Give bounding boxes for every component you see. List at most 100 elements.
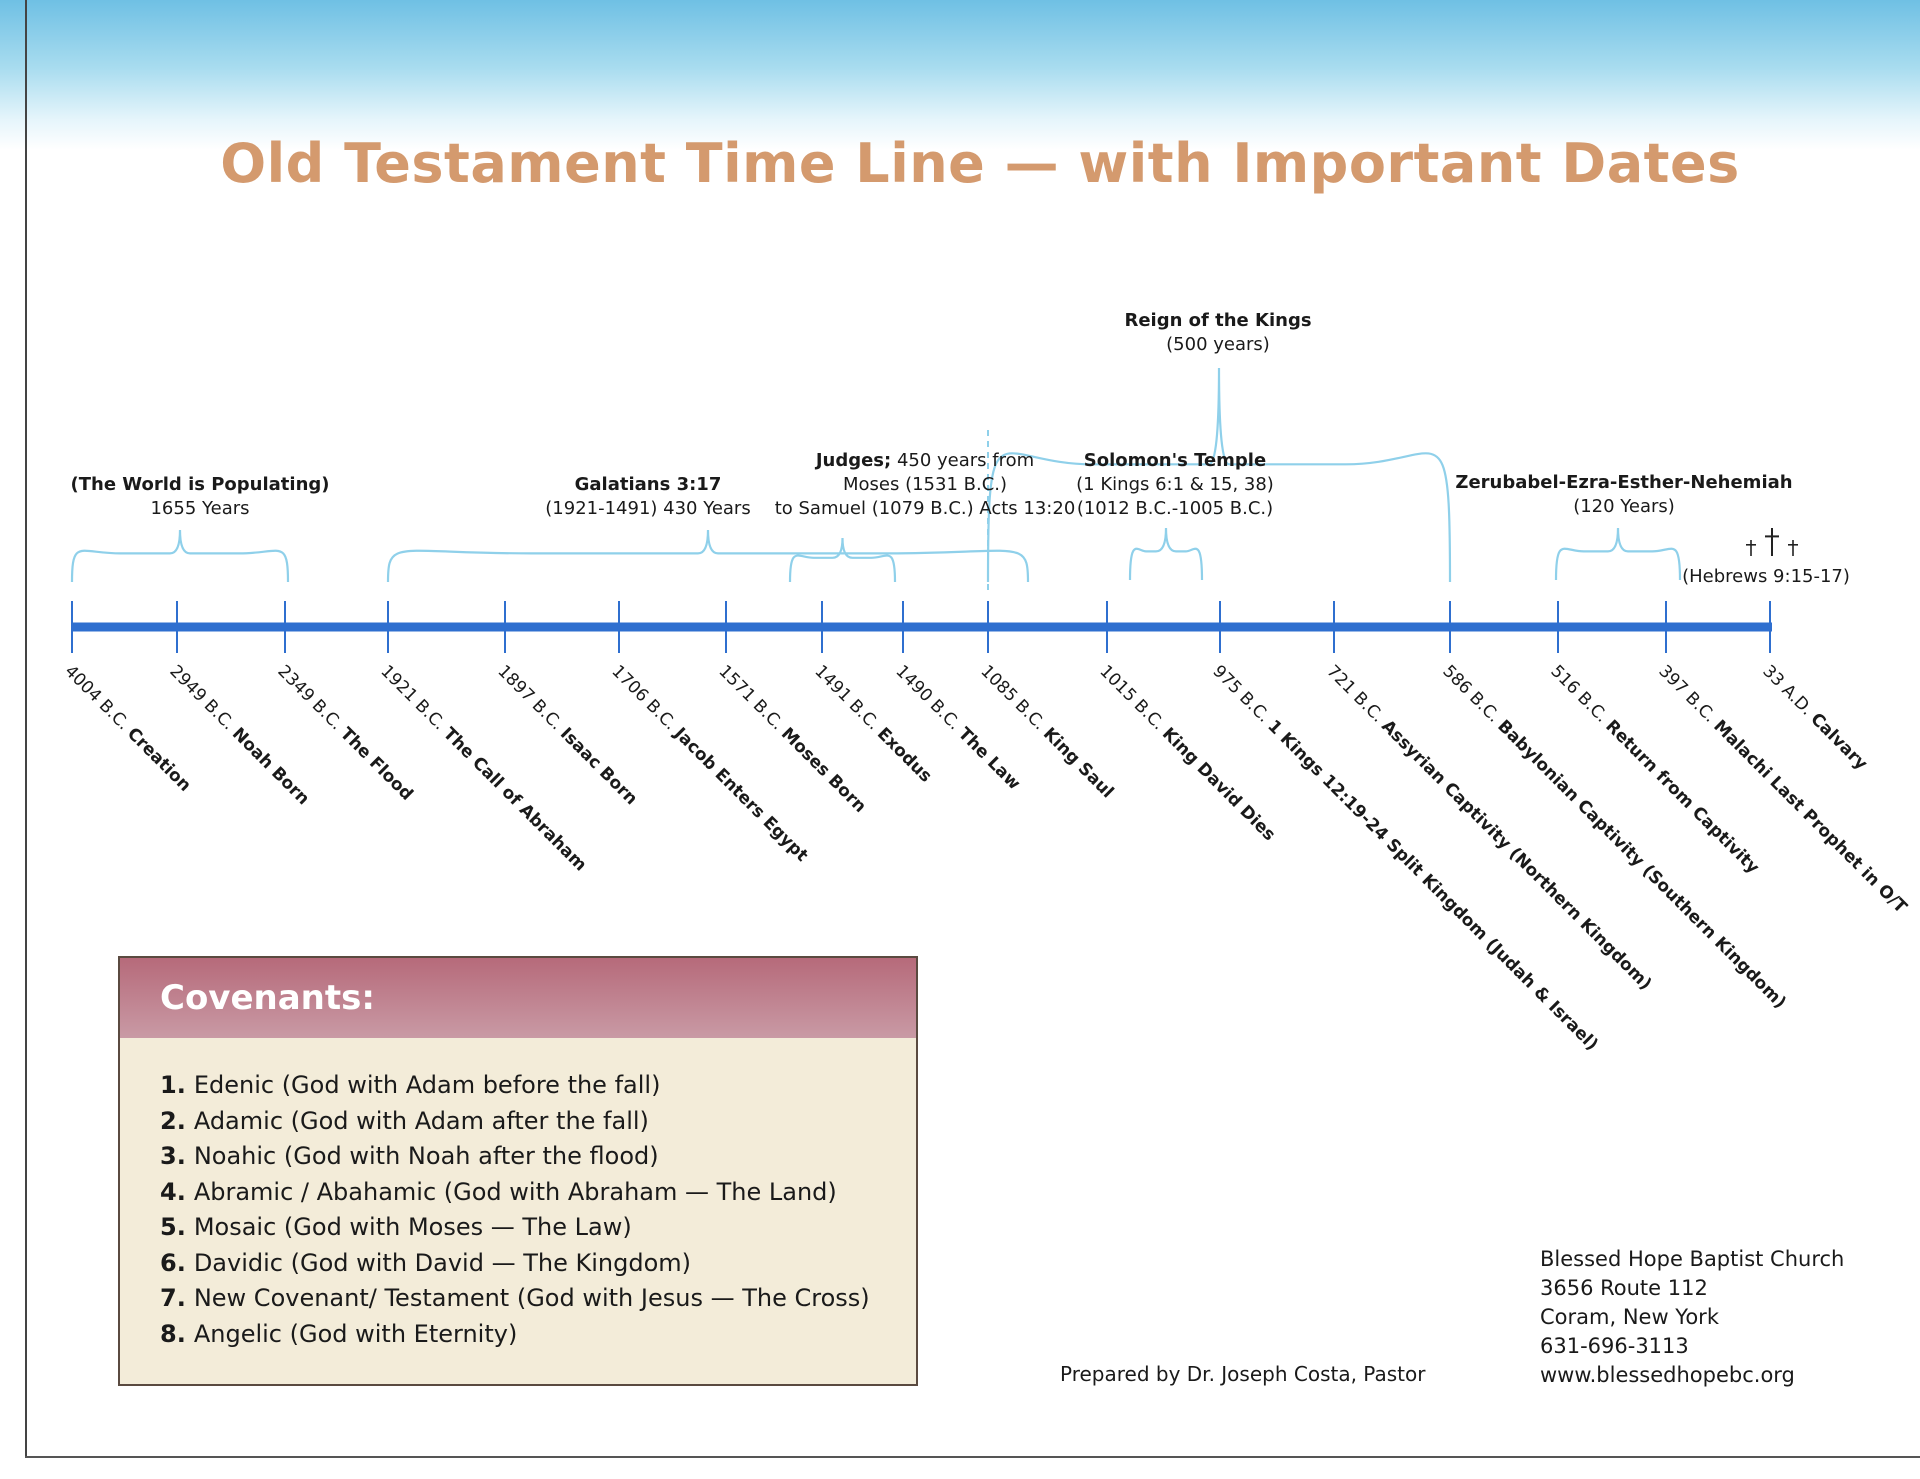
bottom-border — [25, 1456, 1920, 1458]
event-name: Calvary — [1806, 709, 1871, 774]
event-date: 1897 B.C. — [493, 661, 570, 738]
event-date: 1085 B.C. — [976, 661, 1053, 738]
event-date: 721 B.C. — [1322, 661, 1391, 730]
event-date: 1015 B.C. — [1095, 661, 1172, 738]
period-label-zerubabel: Zerubabel-Ezra-Esther-Nehemiah (120 Years… — [1455, 472, 1792, 517]
event-date: 975 B.C. — [1208, 661, 1277, 730]
period-label-hebrews: (Hebrews 9:15-17) — [1682, 566, 1850, 587]
event-label: 33 A.D. Calvary — [1758, 661, 1871, 774]
covenant-number: 6. — [160, 1248, 186, 1277]
prepared-by: Prepared by Dr. Joseph Costa, Pastor — [1060, 1362, 1426, 1386]
church-info: Blessed Hope Baptist Church 3656 Route 1… — [1540, 1245, 1844, 1390]
event-name: Noah Born — [228, 724, 313, 809]
three-crosses-icon — [1746, 528, 1798, 556]
bracket-populating — [70, 529, 290, 583]
covenant-item: 4.Abramic / Abahamic (God with Abraham —… — [160, 1175, 916, 1211]
event-name: The Flood — [336, 724, 417, 805]
period-line: (1921-1491) 430 Years — [545, 498, 750, 519]
period-line: Judges; 450 years from — [814, 450, 1034, 471]
covenants-title: Covenants: — [160, 978, 375, 1018]
covenant-text: Abramic / Abahamic (God with Abraham — T… — [193, 1177, 837, 1206]
event-label: 1921 B.C. The Call of Abraham — [376, 661, 590, 875]
period-label-galatians: Galatians 3:17 (1921-1491) 430 Years — [545, 474, 750, 519]
event-name: Isaac Born — [556, 724, 641, 809]
covenant-item: 5.Mosaic (God with Moses — The Law) — [160, 1210, 916, 1246]
period-line: Galatians 3:17 — [575, 474, 722, 495]
event-date: 2349 B.C. — [273, 661, 350, 738]
sky-header-background — [0, 0, 1920, 150]
bracket-kings — [986, 367, 1452, 583]
covenant-number: 3. — [160, 1142, 186, 1170]
event-date: 1571 B.C. — [714, 661, 791, 738]
covenant-item: 8.Angelic (God with Eternity) — [160, 1317, 916, 1353]
period-line: Moses (1531 B.C.) — [843, 474, 1007, 495]
event-date: 1706 B.C. — [607, 661, 684, 738]
event-date: 33 A.D. — [1758, 661, 1820, 723]
covenant-number: 2. — [160, 1106, 186, 1135]
church-name: Blessed Hope Baptist Church — [1540, 1247, 1845, 1271]
covenant-text: Edenic (God with Adam before the fall) — [193, 1071, 661, 1099]
period-line: Solomon's Temple — [1084, 450, 1266, 471]
event-date: 4004 B.C. — [60, 661, 137, 738]
event-date: 2949 B.C. — [165, 661, 242, 738]
event-label: 397 B.C. Malachi Last Prophet in O/T — [1654, 661, 1910, 917]
period-line: (500 years) — [1166, 334, 1270, 355]
covenant-item: 6.Davidic (God with David — The Kingdom) — [160, 1246, 916, 1282]
covenant-number: 5. — [160, 1213, 186, 1241]
event-name: King Saul — [1039, 724, 1117, 802]
period-label-temple: Solomon's Temple (1 Kings 6:1 & 15, 38) (1… — [1076, 450, 1274, 519]
period-line: (1 Kings 6:1 & 15, 38) — [1076, 474, 1274, 495]
covenant-text: Angelic (God with Eternity) — [193, 1319, 518, 1348]
covenant-text: Adamic (God with Adam after the fall) — [193, 1106, 649, 1135]
covenants-list: 1.Edenic (God with Adam before the fall)… — [120, 1038, 916, 1352]
covenant-text: Davidic (God with David — The Kingdom) — [193, 1248, 691, 1277]
period-line: (The World is Populating) — [71, 474, 330, 495]
period-line-rest: 450 years from — [891, 450, 1034, 471]
period-line: (1012 B.C.-1005 B.C.) — [1077, 498, 1273, 519]
covenants-header: Covenants: — [120, 958, 916, 1038]
page-title: Old Testament Time Line — with Important… — [220, 132, 1740, 195]
event-name: The Law — [954, 724, 1024, 794]
event-label: 516 B.C. Return from Captivity — [1546, 661, 1762, 877]
event-date: 1491 B.C. — [810, 661, 887, 738]
event-date: 586 B.C. — [1438, 661, 1507, 730]
bracket-temple — [1128, 527, 1204, 581]
church-city: Coram, New York — [1540, 1305, 1719, 1329]
covenant-item: 1.Edenic (God with Adam before the fall) — [160, 1068, 916, 1104]
covenant-number: 8. — [160, 1319, 186, 1348]
church-address: 3656 Route 112 — [1540, 1276, 1708, 1300]
covenant-text: Noahic (God with Noah after the flood) — [193, 1142, 659, 1170]
covenant-item: 2.Adamic (God with Adam after the fall) — [160, 1104, 916, 1140]
left-border — [25, 0, 27, 1458]
event-label: 1015 B.C. King David Dies — [1095, 661, 1279, 845]
covenant-text: New Covenant/ Testament (God with Jesus … — [193, 1284, 870, 1312]
period-line: 1655 Years — [150, 498, 249, 519]
period-line: Reign of the Kings — [1124, 310, 1311, 331]
bracket-zerubabel — [1554, 527, 1682, 581]
event-name: Exodus — [873, 724, 936, 787]
covenant-number: 4. — [160, 1177, 186, 1206]
event-label: 975 B.C. 1 Kings 12:19-24 Split Kingdom … — [1208, 661, 1601, 1054]
covenant-number: 7. — [160, 1284, 186, 1312]
period-line-bold: Judges; — [814, 450, 891, 471]
event-date: 516 B.C. — [1546, 661, 1615, 730]
event-name: Creation — [123, 724, 195, 796]
period-label-populating: (The World is Populating) 1655 Years — [71, 474, 330, 519]
event-name: Assyrian Captivity (Northern Kingdom) — [1377, 716, 1655, 994]
covenant-text: Mosaic (God with Moses — The Law) — [193, 1213, 632, 1241]
event-date: 397 B.C. — [1654, 661, 1723, 730]
covenants-box: Covenants: 1.Edenic (God with Adam befor… — [118, 956, 918, 1386]
event-name: Moses Born — [777, 724, 870, 817]
church-website: www.blessedhopebc.org — [1540, 1363, 1795, 1387]
event-name: Malachi Last Prophet in O/T — [1709, 716, 1910, 917]
covenant-number: 1. — [160, 1071, 186, 1099]
event-date: 1490 B.C. — [891, 661, 968, 738]
church-phone: 631-696-3113 — [1540, 1334, 1689, 1358]
event-date: 1921 B.C. — [376, 661, 453, 738]
period-line: Zerubabel-Ezra-Esther-Nehemiah — [1455, 472, 1792, 493]
period-line: (120 Years) — [1573, 496, 1675, 517]
covenant-item: 7.New Covenant/ Testament (God with Jesu… — [160, 1281, 916, 1317]
